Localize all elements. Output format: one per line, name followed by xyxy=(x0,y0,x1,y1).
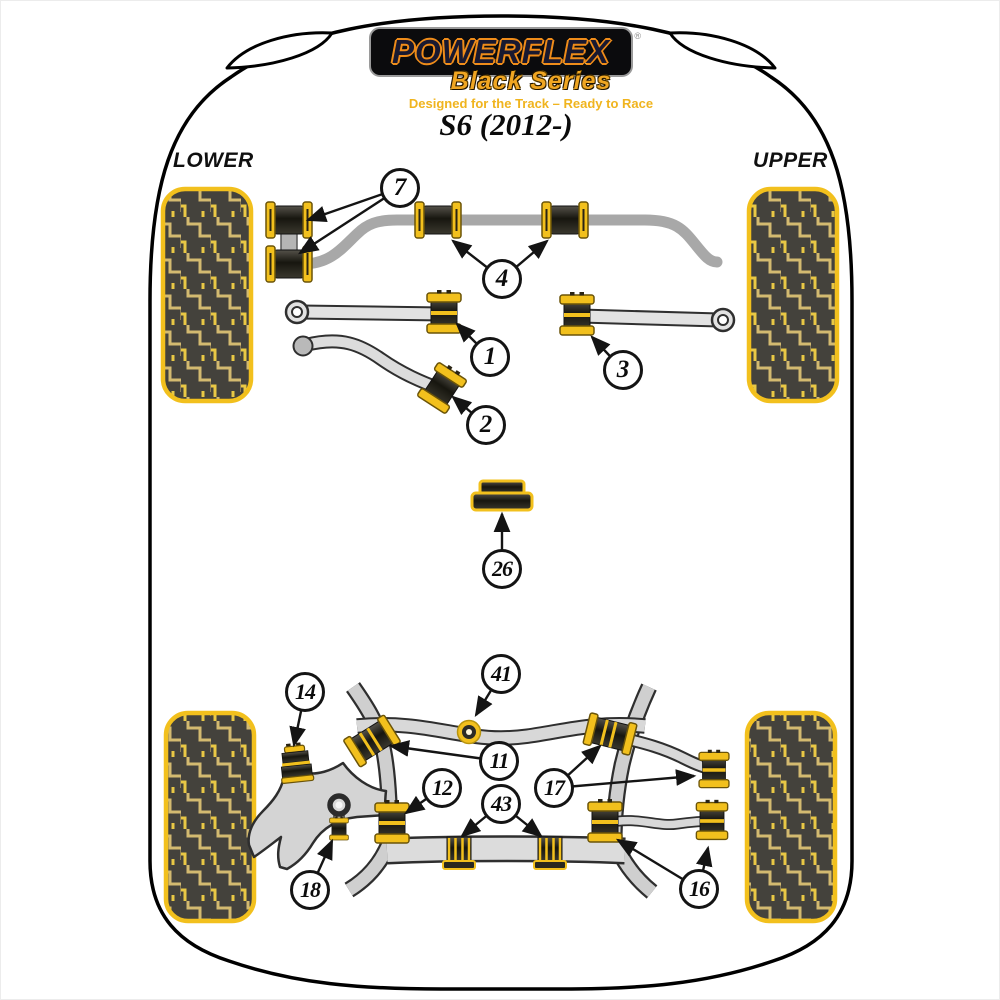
bushing-17-outer xyxy=(699,750,729,788)
bushing-16-inner xyxy=(588,799,622,842)
bushing-14 xyxy=(277,740,315,785)
bushing-16-outer xyxy=(696,800,727,840)
bushing-43-right xyxy=(532,835,568,871)
bushing-18 xyxy=(329,815,349,841)
vehicle-title: S6 (2012-) xyxy=(439,107,573,142)
bushing-1 xyxy=(427,290,461,333)
registered-trademark: ® xyxy=(634,31,641,41)
tire-front-left xyxy=(160,186,254,404)
tire-front-right xyxy=(746,186,840,404)
bushing-12 xyxy=(375,800,409,843)
rear-subframe xyxy=(247,682,729,899)
headlight-left xyxy=(225,31,334,70)
brand-tagline: Designed for the Track – Ready to Race xyxy=(408,96,654,111)
callout-7: 7 xyxy=(380,168,420,208)
label-upper: UPPER xyxy=(753,149,828,172)
black-series-label: Black Series xyxy=(450,67,612,95)
callout-11: 11 xyxy=(479,741,519,781)
front-arm-1 xyxy=(284,290,461,333)
bushing-4-right xyxy=(541,201,589,239)
callout-17: 17 xyxy=(534,768,574,808)
callout-3: 3 xyxy=(603,350,643,390)
mount-26 xyxy=(470,479,534,512)
anti-roll-bar xyxy=(265,201,723,283)
callout-41: 41 xyxy=(481,654,521,694)
tire-rear-left xyxy=(163,710,257,924)
car-outline xyxy=(148,14,854,991)
bushing-7-lower xyxy=(265,245,313,283)
callout-2: 2 xyxy=(466,405,506,445)
callout-18: 18 xyxy=(290,870,330,910)
powerflex-logo-text: POWERFLEX xyxy=(391,33,610,70)
callout-26: 26 xyxy=(482,549,522,589)
tires xyxy=(160,186,840,924)
label-lower: LOWER xyxy=(173,149,254,172)
bushing-3 xyxy=(560,292,594,335)
callout-1: 1 xyxy=(470,337,510,377)
bushing-43-left xyxy=(441,835,477,871)
tire-rear-right xyxy=(744,710,838,924)
front-arm-3 xyxy=(560,292,736,335)
powerflex-logo-banner: POWERFLEX ® xyxy=(369,27,641,77)
callout-4: 4 xyxy=(482,259,522,299)
callout-43: 43 xyxy=(481,784,521,824)
rear-knuckle xyxy=(247,761,388,871)
callout-14: 14 xyxy=(285,672,325,712)
callout-16: 16 xyxy=(679,869,719,909)
bushing-7-upper xyxy=(265,201,313,239)
bushing-4-left xyxy=(414,201,462,239)
headlight-right xyxy=(668,31,777,70)
front-arm-2 xyxy=(292,334,470,415)
callout-12: 12 xyxy=(422,768,462,808)
bushing-41 xyxy=(456,719,482,745)
